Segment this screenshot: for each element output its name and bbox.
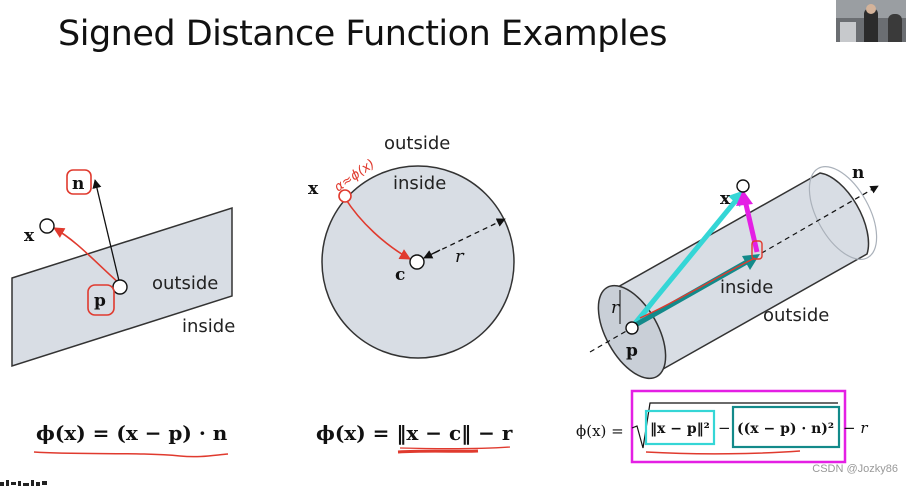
thumb-window xyxy=(840,22,856,42)
webcam-thumbnail xyxy=(836,0,906,42)
thumb-person xyxy=(864,8,878,42)
magenta-vector-line xyxy=(742,199,760,253)
cylinder-red-curve xyxy=(639,257,756,319)
label-inside: inside xyxy=(182,316,235,337)
radius-arrow-back xyxy=(423,249,441,259)
sphere-formula-underline xyxy=(397,449,479,454)
label-outside: outside xyxy=(152,273,218,294)
label-c: c xyxy=(395,265,405,285)
magenta-arrowhead xyxy=(736,190,753,206)
page-title: Signed Distance Function Examples xyxy=(58,14,667,54)
sqrt-sign xyxy=(631,402,838,449)
label-n: n xyxy=(72,174,84,194)
sphere-formula: ϕ(x) = ‖x − c‖ − r xyxy=(316,421,513,445)
label-outside: outside xyxy=(384,133,450,154)
plane-diagram: n x p outside inside xyxy=(11,169,235,368)
cyan-vector-line xyxy=(630,191,744,329)
radius-dashed-arrow xyxy=(425,218,506,258)
plane-formula: ϕ(x) = (x − p) · n xyxy=(36,421,228,445)
p-red-highlight xyxy=(87,284,115,316)
normal-arrow xyxy=(92,179,121,286)
point-x-marker xyxy=(736,179,750,193)
sphere-diagram: α≈ϕ(x) x c r outside inside xyxy=(308,133,515,359)
cylinder-far-cap xyxy=(808,166,878,260)
point-x-marker xyxy=(39,218,55,234)
cylinder-formula-term1: ‖x − p‖² xyxy=(650,421,710,437)
teal-arrowhead xyxy=(742,254,760,270)
label-outside: outside xyxy=(763,305,829,326)
point-p-marker xyxy=(625,321,639,335)
corner-pattern xyxy=(0,480,47,486)
cylinder-formula-minus: − xyxy=(718,419,731,437)
cylinder-formula-tail: − r xyxy=(843,419,868,437)
plane-formula-underline xyxy=(33,451,229,458)
cylinder-formula-lhs: ϕ(x) = xyxy=(576,422,624,440)
point-c-marker xyxy=(409,254,425,270)
cylinder-formula-underline xyxy=(645,450,801,455)
label-x: x xyxy=(24,226,35,246)
point-x-marker xyxy=(338,189,352,203)
label-r: r xyxy=(455,246,465,267)
formulas: ϕ(x) = (x − p) · n ϕ(x) = ‖x − c‖ − r ϕ(… xyxy=(33,389,868,464)
n-red-highlight xyxy=(66,169,92,195)
sphere-formula-underline-2 xyxy=(399,446,511,450)
cyan-term-box xyxy=(644,409,716,446)
label-p: p xyxy=(94,291,106,311)
label-x: x xyxy=(720,189,731,209)
point-p-marker xyxy=(112,279,128,295)
label-x: x xyxy=(308,179,319,199)
thumb-person-2 xyxy=(888,14,902,42)
label-p: p xyxy=(626,341,638,361)
label-inside: inside xyxy=(720,277,773,298)
label-n: n xyxy=(852,163,864,183)
thumb-person-head xyxy=(866,4,876,14)
plane-red-curve xyxy=(53,227,121,285)
watermark: CSDN @Jozky86 xyxy=(812,463,898,475)
cylinder-formula-term2: ((x − p) · n)² xyxy=(737,421,834,437)
sphere-red-curve xyxy=(344,197,411,260)
label-r: r xyxy=(611,298,620,318)
cylinder-diagram: n x p r inside outside xyxy=(589,163,879,380)
red-mark xyxy=(751,240,763,260)
label-inside: inside xyxy=(393,173,446,194)
teal-term-box xyxy=(731,405,841,449)
cylinder-formula-box xyxy=(630,389,847,464)
